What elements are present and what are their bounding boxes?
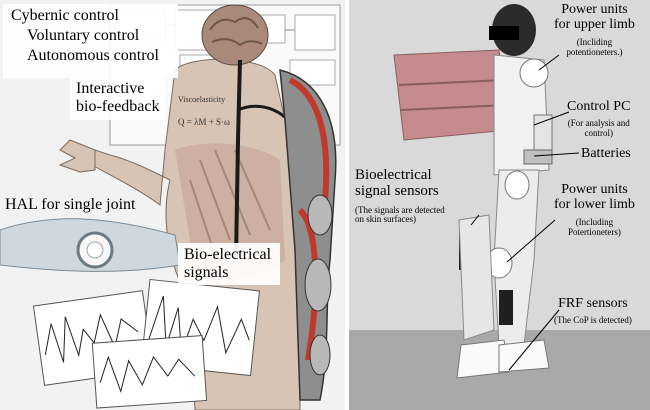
voluntary-control-label: Voluntary control: [27, 28, 139, 45]
hal-single-joint-label: HAL for single joint: [5, 197, 136, 214]
bio-electrical-signals-box: Bio-electrical signals: [178, 243, 280, 285]
right-panel: Power units for upper limb (Incliding po…: [349, 0, 650, 410]
exoskeleton-torso: [494, 55, 552, 175]
upper-limb-annotation: Power units for upper limb (Incliding po…: [554, 3, 635, 58]
cybernic-control-box: Cybernic control Voluntary control Auton…: [3, 4, 178, 78]
biofeedback-line1: Interactive: [76, 81, 144, 98]
upper-limb-note2: potentioneters.): [554, 48, 635, 58]
sensors-title2: signal sensors: [355, 184, 445, 200]
control-pc-annotation: Control PC (For analysis and control): [567, 100, 630, 138]
control-pc-note2: control): [567, 129, 630, 139]
upper-limb-title2: for upper limb: [554, 18, 635, 33]
frf-title: FRF sensors: [554, 297, 632, 312]
sensors-note2: on skin surfaces): [355, 215, 445, 225]
biofeedback-line2: bio-feedback: [76, 99, 160, 116]
lower-limb-title2: for lower limb: [554, 198, 635, 213]
lower-limb-annotation: Power units for lower limb (Including Po…: [554, 183, 635, 238]
autonomous-control-label: Autonomous control: [27, 48, 159, 65]
exoskeleton-legs: [457, 170, 549, 378]
frf-annotation: FRF sensors (The CoP is detected): [554, 297, 632, 326]
lower-limb-note2: Potertioneters): [554, 228, 635, 238]
left-panel: Q = λM + S·ω Viscoelasticity Cybernic co…: [0, 0, 345, 410]
sensors-annotation: Bioelectrical signal sensors (The signal…: [355, 168, 445, 225]
bio-electrical-line1: Bio-electrical: [184, 247, 271, 264]
cybernic-control-label: Cybernic control: [11, 8, 119, 25]
batteries-label: Batteries: [581, 147, 631, 162]
upper-limb-title1: Power units: [554, 3, 635, 18]
carried-load: [394, 50, 509, 140]
person-head: [489, 4, 536, 56]
lower-limb-title1: Power units: [554, 183, 635, 198]
doc-text: Viscoelasticity: [178, 96, 225, 104]
frf-note: (The CoP is detected): [554, 316, 632, 326]
hal-single-joint-device: [0, 219, 180, 272]
doc-formula: Q = λM + S·ω: [178, 118, 230, 127]
sensors-title1: Bioelectrical: [355, 168, 445, 184]
bio-electrical-line2: signals: [184, 265, 228, 282]
control-pc-title: Control PC: [567, 100, 630, 115]
interactive-biofeedback-box: Interactive bio-feedback: [70, 78, 165, 120]
